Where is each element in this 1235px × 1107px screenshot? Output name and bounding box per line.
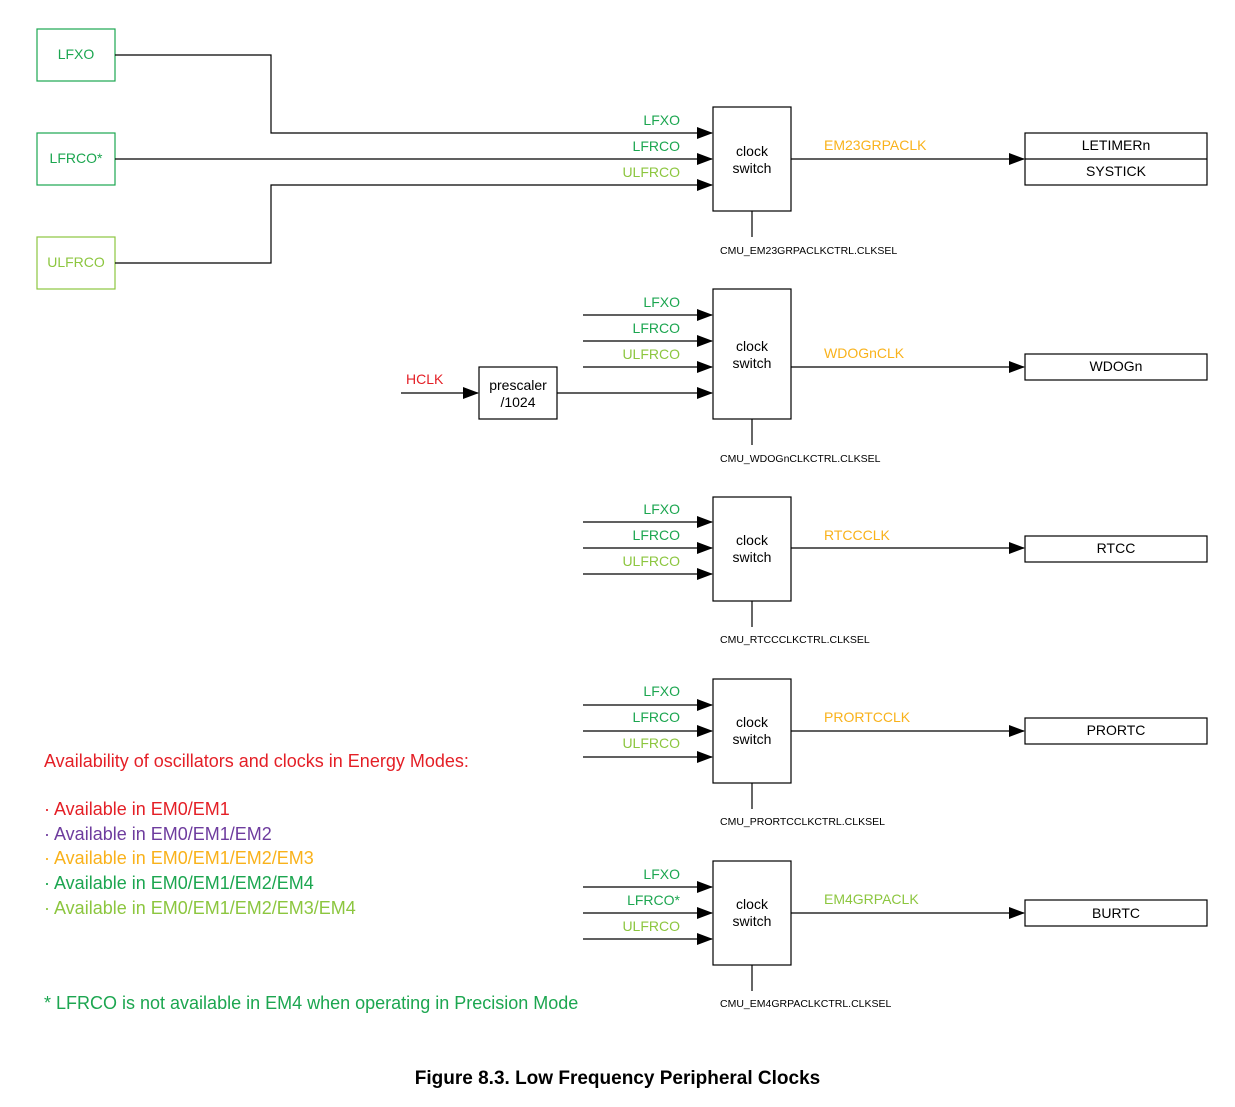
svg-text:switch: switch [733,731,772,747]
svg-text:ULFRCO: ULFRCO [622,346,680,362]
peripheral-letimer: LETIMERn [1082,137,1150,153]
clksel-rtcc: CMU_RTCCCLKCTRL.CLKSEL [720,634,870,646]
clock-switch-prortc [712,678,792,784]
oscillator-lfxo: LFXO [36,28,116,82]
input-label-lfxo: LFXO [643,112,680,128]
svg-text:ULFRCO: ULFRCO [622,918,680,934]
wire-ulfrco [115,179,713,264]
clock-name-prortc: PRORTCCLK [824,709,911,725]
peripheral-wdog: WDOGn [1090,358,1143,374]
legend-item-em01: · Available in EM0/EM1 [44,799,230,819]
legend-item-em012: · Available in EM0/EM1/EM2 [44,824,272,844]
svg-text:LFXO: LFXO [643,294,680,310]
svg-text:LFRCO: LFRCO [633,709,681,725]
clock-name-em23: EM23GRPACLK [824,137,927,153]
svg-text:LFRCO*: LFRCO* [627,892,680,908]
svg-text:LFXO: LFXO [643,683,680,699]
group-wdog: LFXO LFRCO ULFRCO HCLK prescaler /1024 c… [401,288,1208,465]
oscillator-ulfrco-label: ULFRCO [47,254,105,270]
svg-text:switch: switch [733,549,772,565]
prescaler-box [478,366,558,420]
legend-title: Availability of oscillators and clocks i… [44,751,469,771]
oscillator-ulfrco: ULFRCO [36,236,116,290]
clock-name-rtcc: RTCCCLK [824,527,891,543]
svg-text:clock: clock [736,896,769,912]
svg-text:LFRCO: LFRCO [633,320,681,336]
oscillator-lfrco-label: LFRCO* [50,150,103,166]
peripheral-rtcc: RTCC [1097,540,1136,556]
hclk-label: HCLK [406,371,444,387]
clock-switch-em4 [712,860,792,966]
svg-text:LFRCO: LFRCO [633,527,681,543]
group-prortc: LFXO LFRCO ULFRCO clock switch CMU_PRORT… [583,678,1208,828]
clock-switch-wdog [712,288,792,420]
source-wires [115,54,713,264]
group-rtcc: LFXO LFRCO ULFRCO clock switch CMU_RTCCC… [583,496,1208,646]
energy-mode-legend: Availability of oscillators and clocks i… [44,751,578,1013]
clock-name-wdog: WDOGnCLK [824,345,905,361]
svg-text:switch: switch [733,355,772,371]
svg-text:ULFRCO: ULFRCO [622,553,680,569]
svg-text:ULFRCO: ULFRCO [622,735,680,751]
oscillator-lfxo-label: LFXO [58,46,95,62]
svg-text:clock: clock [736,338,769,354]
figure-caption: Figure 8.3. Low Frequency Peripheral Clo… [414,1068,821,1089]
legend-item-em0123: · Available in EM0/EM1/EM2/EM3 [44,848,314,868]
prescaler-label-2: /1024 [500,394,535,410]
peripheral-prortc: PRORTC [1087,722,1146,738]
svg-text:clock: clock [736,714,769,730]
peripheral-burtc: BURTC [1092,905,1140,921]
clock-switch-rtcc [712,496,792,602]
prescaler-label-1: prescaler [489,377,547,393]
input-label-lfrco: LFRCO [633,138,681,154]
group-em23: LFXO LFRCO ULFRCO clock switch CMU_EM23G… [622,106,1208,257]
clock-name-em4: EM4GRPACLK [824,891,919,907]
clksel-wdog: CMU_WDOGnCLKCTRL.CLKSEL [720,453,881,465]
oscillator-lfrco: LFRCO* [36,132,116,186]
svg-text:switch: switch [733,913,772,929]
legend-item-em0124: · Available in EM0/EM1/EM2/EM4 [44,873,314,893]
clock-switch-label-1: clock [736,143,769,159]
clksel-prortc: CMU_PRORTCCLKCTRL.CLKSEL [720,816,885,828]
svg-text:clock: clock [736,532,769,548]
svg-text:LFXO: LFXO [643,501,680,517]
svg-text:LFXO: LFXO [643,866,680,882]
clksel-em4: CMU_EM4GRPACLKCTRL.CLKSEL [720,998,892,1010]
clock-switch-em23 [712,106,792,212]
clock-switch-label-2: switch [733,160,772,176]
lfrco-note: * LFRCO is not available in EM4 when ope… [44,993,578,1013]
wire-lfxo [115,54,713,139]
group-em4: LFXO LFRCO* ULFRCO clock switch CMU_EM4G… [583,860,1208,1010]
input-label-ulfrco: ULFRCO [622,164,680,180]
peripheral-systick: SYSTICK [1086,163,1147,179]
clksel-em23: CMU_EM23GRPACLKCTRL.CLKSEL [720,245,897,257]
legend-item-em01234: · Available in EM0/EM1/EM2/EM3/EM4 [44,898,356,918]
